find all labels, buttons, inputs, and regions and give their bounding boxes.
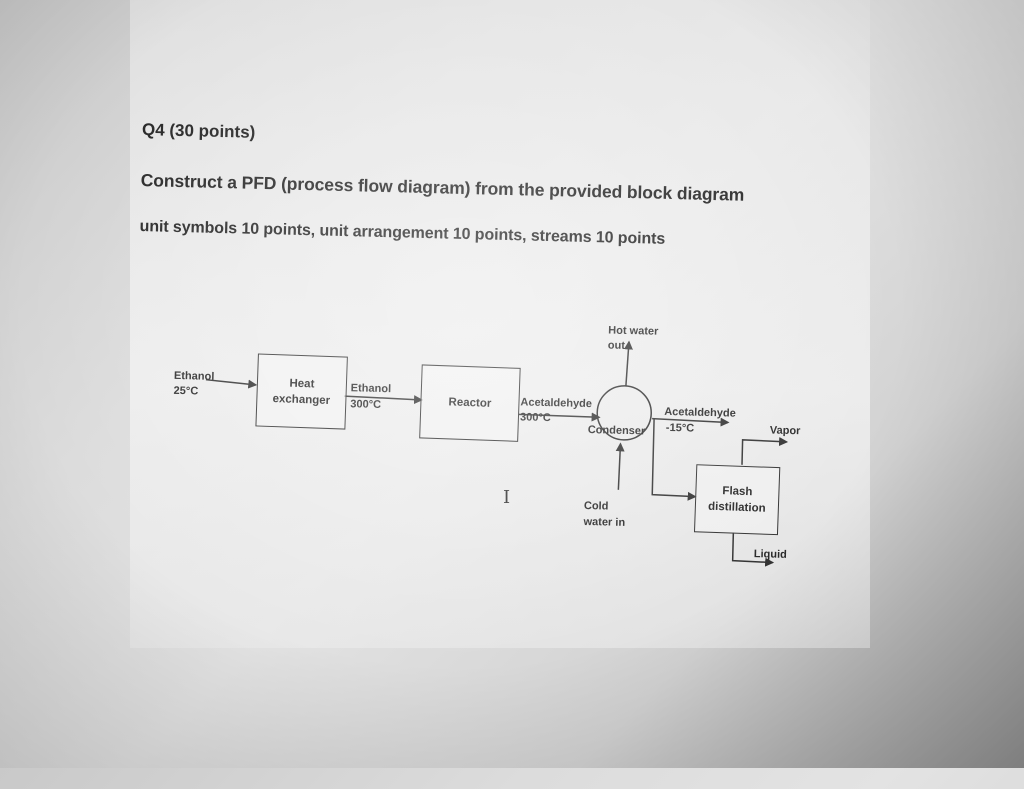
hot-water-out-label-2: out bbox=[607, 339, 626, 352]
cold-water-in-label-1: Cold bbox=[583, 499, 609, 513]
liquid-label: Liquid bbox=[753, 548, 787, 561]
flash-distillation-label: Flash distillation bbox=[707, 485, 766, 515]
stream-cold-water-in bbox=[615, 442, 625, 490]
document-page bbox=[130, 0, 870, 648]
hx-out-name-label: Ethanol bbox=[350, 382, 392, 396]
reactor-out-name-label: Acetaldehyde bbox=[520, 396, 593, 411]
hot-water-out-label-1: Hot water bbox=[608, 324, 659, 338]
hx-out-temp-label: 300°C bbox=[350, 398, 382, 411]
flash-distillation-block: Flash distillation bbox=[693, 464, 781, 536]
stream-vapor bbox=[741, 437, 789, 465]
reactor-label: Reactor bbox=[448, 396, 492, 410]
text-cursor-icon: I bbox=[503, 487, 511, 508]
stream-cond-out bbox=[652, 417, 730, 427]
reactor-block: Reactor bbox=[419, 364, 521, 442]
stream-liquid bbox=[731, 532, 775, 567]
feed-temp-label: 25°C bbox=[173, 384, 199, 398]
stream-reactor-out bbox=[518, 412, 601, 422]
condenser-label: Condenser bbox=[587, 424, 646, 438]
cold-water-in-label-2: water in bbox=[583, 515, 626, 529]
stream-hot-water-out bbox=[623, 340, 633, 387]
reactor-out-temp-label: 300°C bbox=[519, 411, 551, 425]
stream-hx-out bbox=[344, 395, 423, 405]
cond-out-temp-label: -15°C bbox=[665, 421, 695, 435]
feed-name-label: Ethanol bbox=[173, 369, 215, 383]
heat-exchanger-label: Heat exchanger bbox=[272, 377, 331, 407]
cond-out-name-label: Acetaldehyde bbox=[664, 405, 736, 420]
stream-feed bbox=[205, 378, 258, 389]
vapor-label: Vapor bbox=[769, 424, 801, 438]
heat-exchanger-block: Heat exchanger bbox=[255, 353, 348, 430]
stream-to-flash bbox=[651, 418, 697, 501]
condenser-symbol bbox=[596, 385, 652, 441]
